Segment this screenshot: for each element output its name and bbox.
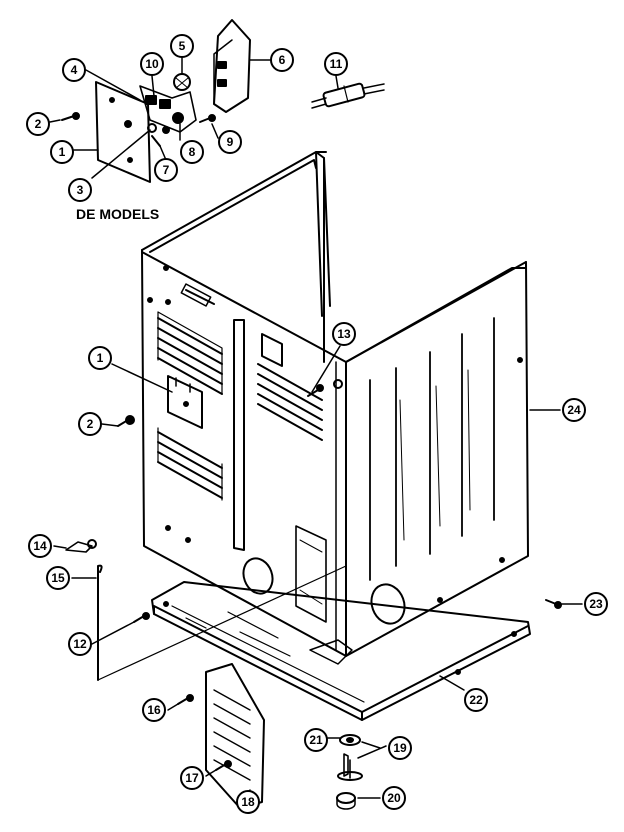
callout-8: 8 [180,140,204,164]
terminal-plate-part [95,81,151,183]
callout-17: 17 [180,766,204,790]
callout-2-main: 2 [78,412,102,436]
de-models-inset [61,19,385,183]
callout-20: 20 [382,786,406,810]
cabinet-part [141,151,529,657]
callout-1-top: 1 [50,140,74,164]
callout-12: 12 [68,632,92,656]
leader-lines [49,57,583,807]
hose-clamp-part [65,539,97,553]
callout-4: 4 [62,58,86,82]
callout-11: 11 [324,52,348,76]
power-cord-part [311,82,385,109]
callout-6: 6 [270,48,294,72]
callout-2-top: 2 [26,112,50,136]
callout-13: 13 [332,322,356,346]
callout-21: 21 [304,728,328,752]
wire-hook-part [97,564,103,681]
callout-10: 10 [140,52,164,76]
callout-9: 9 [218,130,242,154]
callout-23: 23 [584,592,608,616]
de-models-label: DE MODELS [76,206,160,222]
callout-1-main: 1 [88,346,112,370]
access-panel-part [205,663,265,809]
callout-7: 7 [154,158,178,182]
callout-16: 16 [142,698,166,722]
leveling-leg-part [336,734,363,810]
callout-15: 15 [46,566,70,590]
terminal-block-part [139,73,197,134]
callout-22: 22 [464,688,488,712]
callout-19: 19 [388,736,412,760]
callout-3: 3 [68,178,92,202]
callout-24: 24 [562,398,586,422]
base-part [151,581,531,721]
callout-14: 14 [28,534,52,558]
callout-5: 5 [170,34,194,58]
callout-18: 18 [236,790,260,814]
